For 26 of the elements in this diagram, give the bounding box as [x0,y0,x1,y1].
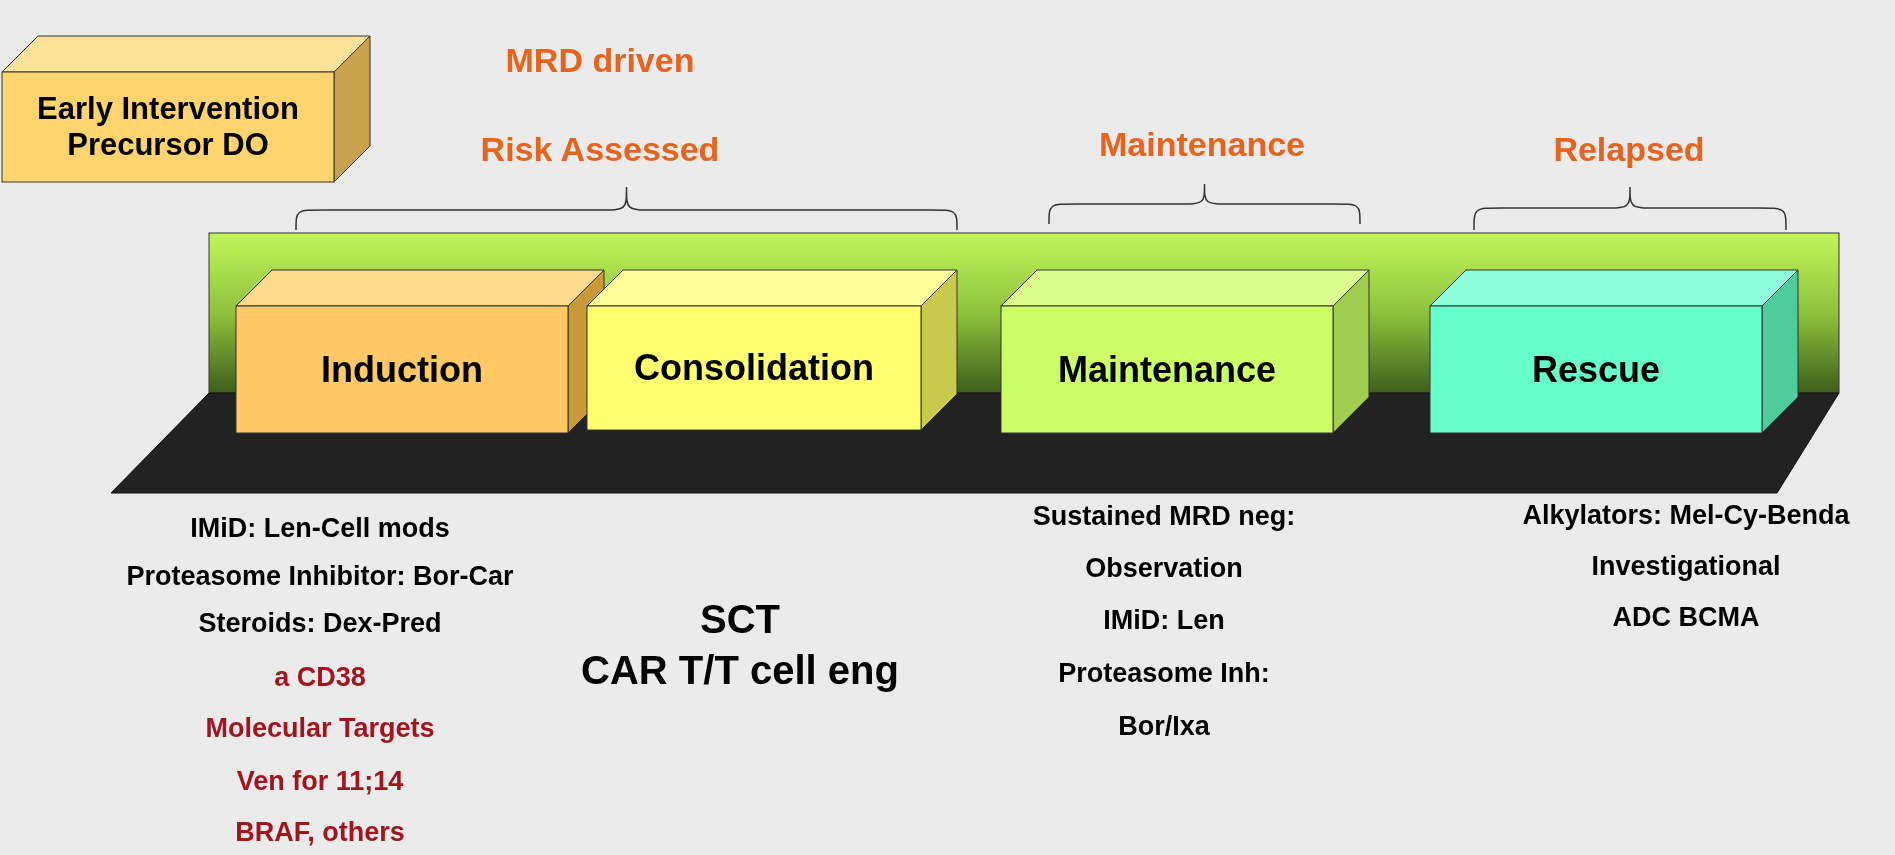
box-label: Maintenance [1057,348,1277,391]
treatment-text: Sustained MRD neg: [1032,502,1296,532]
stage-heading: Relapsed [1553,131,1705,169]
treatment-text: Proteasome Inhibitor: Bor-Car [126,562,514,592]
box-label: Consolidation [634,347,874,389]
treatment-text: ADC BCMA [1612,603,1760,633]
box-label: Rescue [1531,348,1661,391]
treatment-text: Ven for 11;14 [236,767,404,797]
treatment-text: Steroids: Dex-Pred [198,609,442,639]
treatment-text: Proteasome Inh: [1058,659,1270,689]
stage-heading: Risk Assessed [480,131,720,169]
treatment-text: Investigational [1591,552,1781,582]
treatment-text: Observation [1085,554,1243,584]
treatment-text: a CD38 [274,663,366,693]
treatment-text: Alkylators: Mel-Cy-Benda [1522,501,1850,531]
stage-heading: MRD driven [505,42,695,80]
box-label: Induction [321,348,483,391]
stage-heading: Maintenance [1099,126,1305,164]
box-label: Early Intervention Precursor DO [36,91,300,163]
treatment-text: BRAF, others [235,818,405,848]
treatment-text: CAR T/T cell eng [581,647,899,692]
treatment-text: SCT [700,596,780,641]
treatment-text: IMiD: Len-Cell mods [190,514,450,544]
treatment-text: Molecular Targets [205,714,435,744]
treatment-text: IMiD: Len [1103,606,1225,636]
treatment-text: Bor/Ixa [1118,712,1210,742]
